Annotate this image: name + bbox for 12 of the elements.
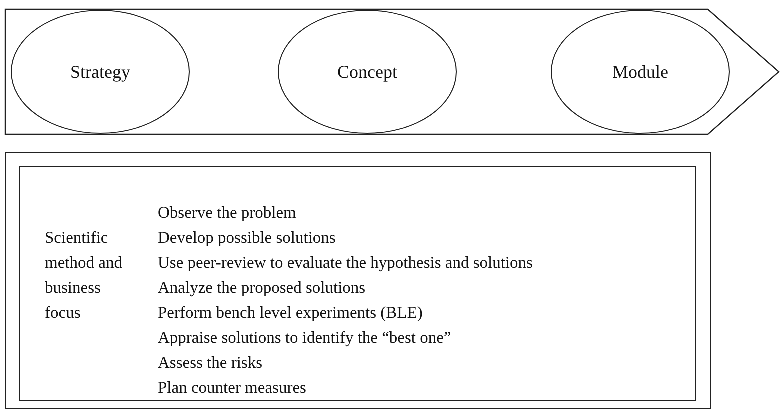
step-item: Develop possible solutions bbox=[158, 227, 337, 249]
step-item: Analyze the proposed solutions bbox=[158, 277, 367, 299]
focus-heading: Scientific method and business focus bbox=[45, 227, 124, 324]
stage-label: Strategy bbox=[70, 60, 130, 84]
stage-label: Module bbox=[612, 60, 668, 84]
step-item: Assess the risks bbox=[158, 352, 264, 374]
step-item: Perform bench level experiments (BLE) bbox=[158, 302, 424, 324]
stage-label: Concept bbox=[338, 60, 398, 84]
step-item: Plan counter measures bbox=[158, 377, 308, 399]
step-item: Appraise solutions to identify the “best one” bbox=[158, 327, 452, 349]
step-item: Use peer-review to evaluate the hypothesis and solutions bbox=[158, 252, 533, 274]
step-item: Observe the problem bbox=[158, 202, 298, 224]
